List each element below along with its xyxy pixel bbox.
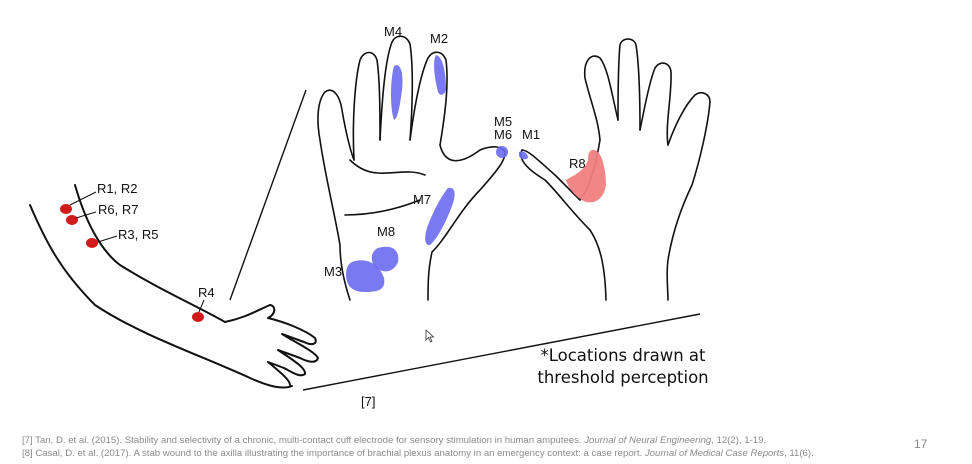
reference-8: [8] Casal, D. et al. (2017). A stab woun… [22,447,902,460]
callout-line-top [229,89,307,301]
label-m6: M6 [494,127,512,142]
region-r8 [566,149,606,203]
label-r1-r2: R1, R2 [97,181,137,196]
label-r6-r7: R6, R7 [98,202,138,217]
electrode-r1-r2 [60,204,72,214]
reference-7-text: [7] Tan, D. et al. (2015). Stability and… [22,435,585,446]
back-hand-drawing [520,38,711,301]
reference-8-volume: , 11(6). [784,448,814,459]
region-m4 [391,65,403,120]
references: [7] Tan, D. et al. (2015). Stability and… [22,434,902,460]
label-r8: R8 [569,156,586,171]
label-r4: R4 [198,285,215,300]
label-m5: M5 [494,114,512,129]
reference-8-text: [8] Casal, D. et al. (2017). A stab woun… [22,448,645,459]
reference-7-volume: , 12(2), 1-19. [711,435,767,446]
region-m8 [371,246,399,272]
region-m1 [519,151,528,160]
electrode-r4 [192,312,204,322]
mouse-pointer-icon [425,329,435,343]
reference-8-journal: Journal of Medical Case Reports [644,448,785,459]
region-m2 [434,55,446,95]
leader-lines [69,191,205,313]
label-r3-r5: R3, R5 [118,227,158,242]
reference-7-journal: Journal of Neural Engineering [584,435,712,446]
electrode-dots [60,204,204,322]
electrode-r6-r7 [66,215,78,225]
region-m3 [346,260,385,292]
label-m8: M8 [377,224,395,239]
palm-hand-drawing [317,35,506,301]
electrode-r3-r5 [86,238,98,248]
label-m2: M2 [430,31,448,46]
region-m5-m6 [496,146,508,158]
label-m1: M1 [522,127,540,142]
callout-line-bottom [302,313,701,391]
region-m7 [425,187,455,246]
label-m4: M4 [384,24,402,39]
reference-7: [7] Tan, D. et al. (2015). Stability and… [22,434,902,447]
threshold-note-line-2: threshold perception [537,368,709,387]
arm-drawing [29,184,319,389]
label-m3: M3 [324,264,342,279]
page-number: 17 [914,437,928,451]
label-m7: M7 [413,192,431,207]
threshold-note: *Locations drawn at threshold perception [536,345,710,389]
threshold-note-line-1: *Locations drawn at [540,346,706,365]
blue-sensation-regions [346,55,528,292]
figure-reference-label: [7] [361,394,376,409]
